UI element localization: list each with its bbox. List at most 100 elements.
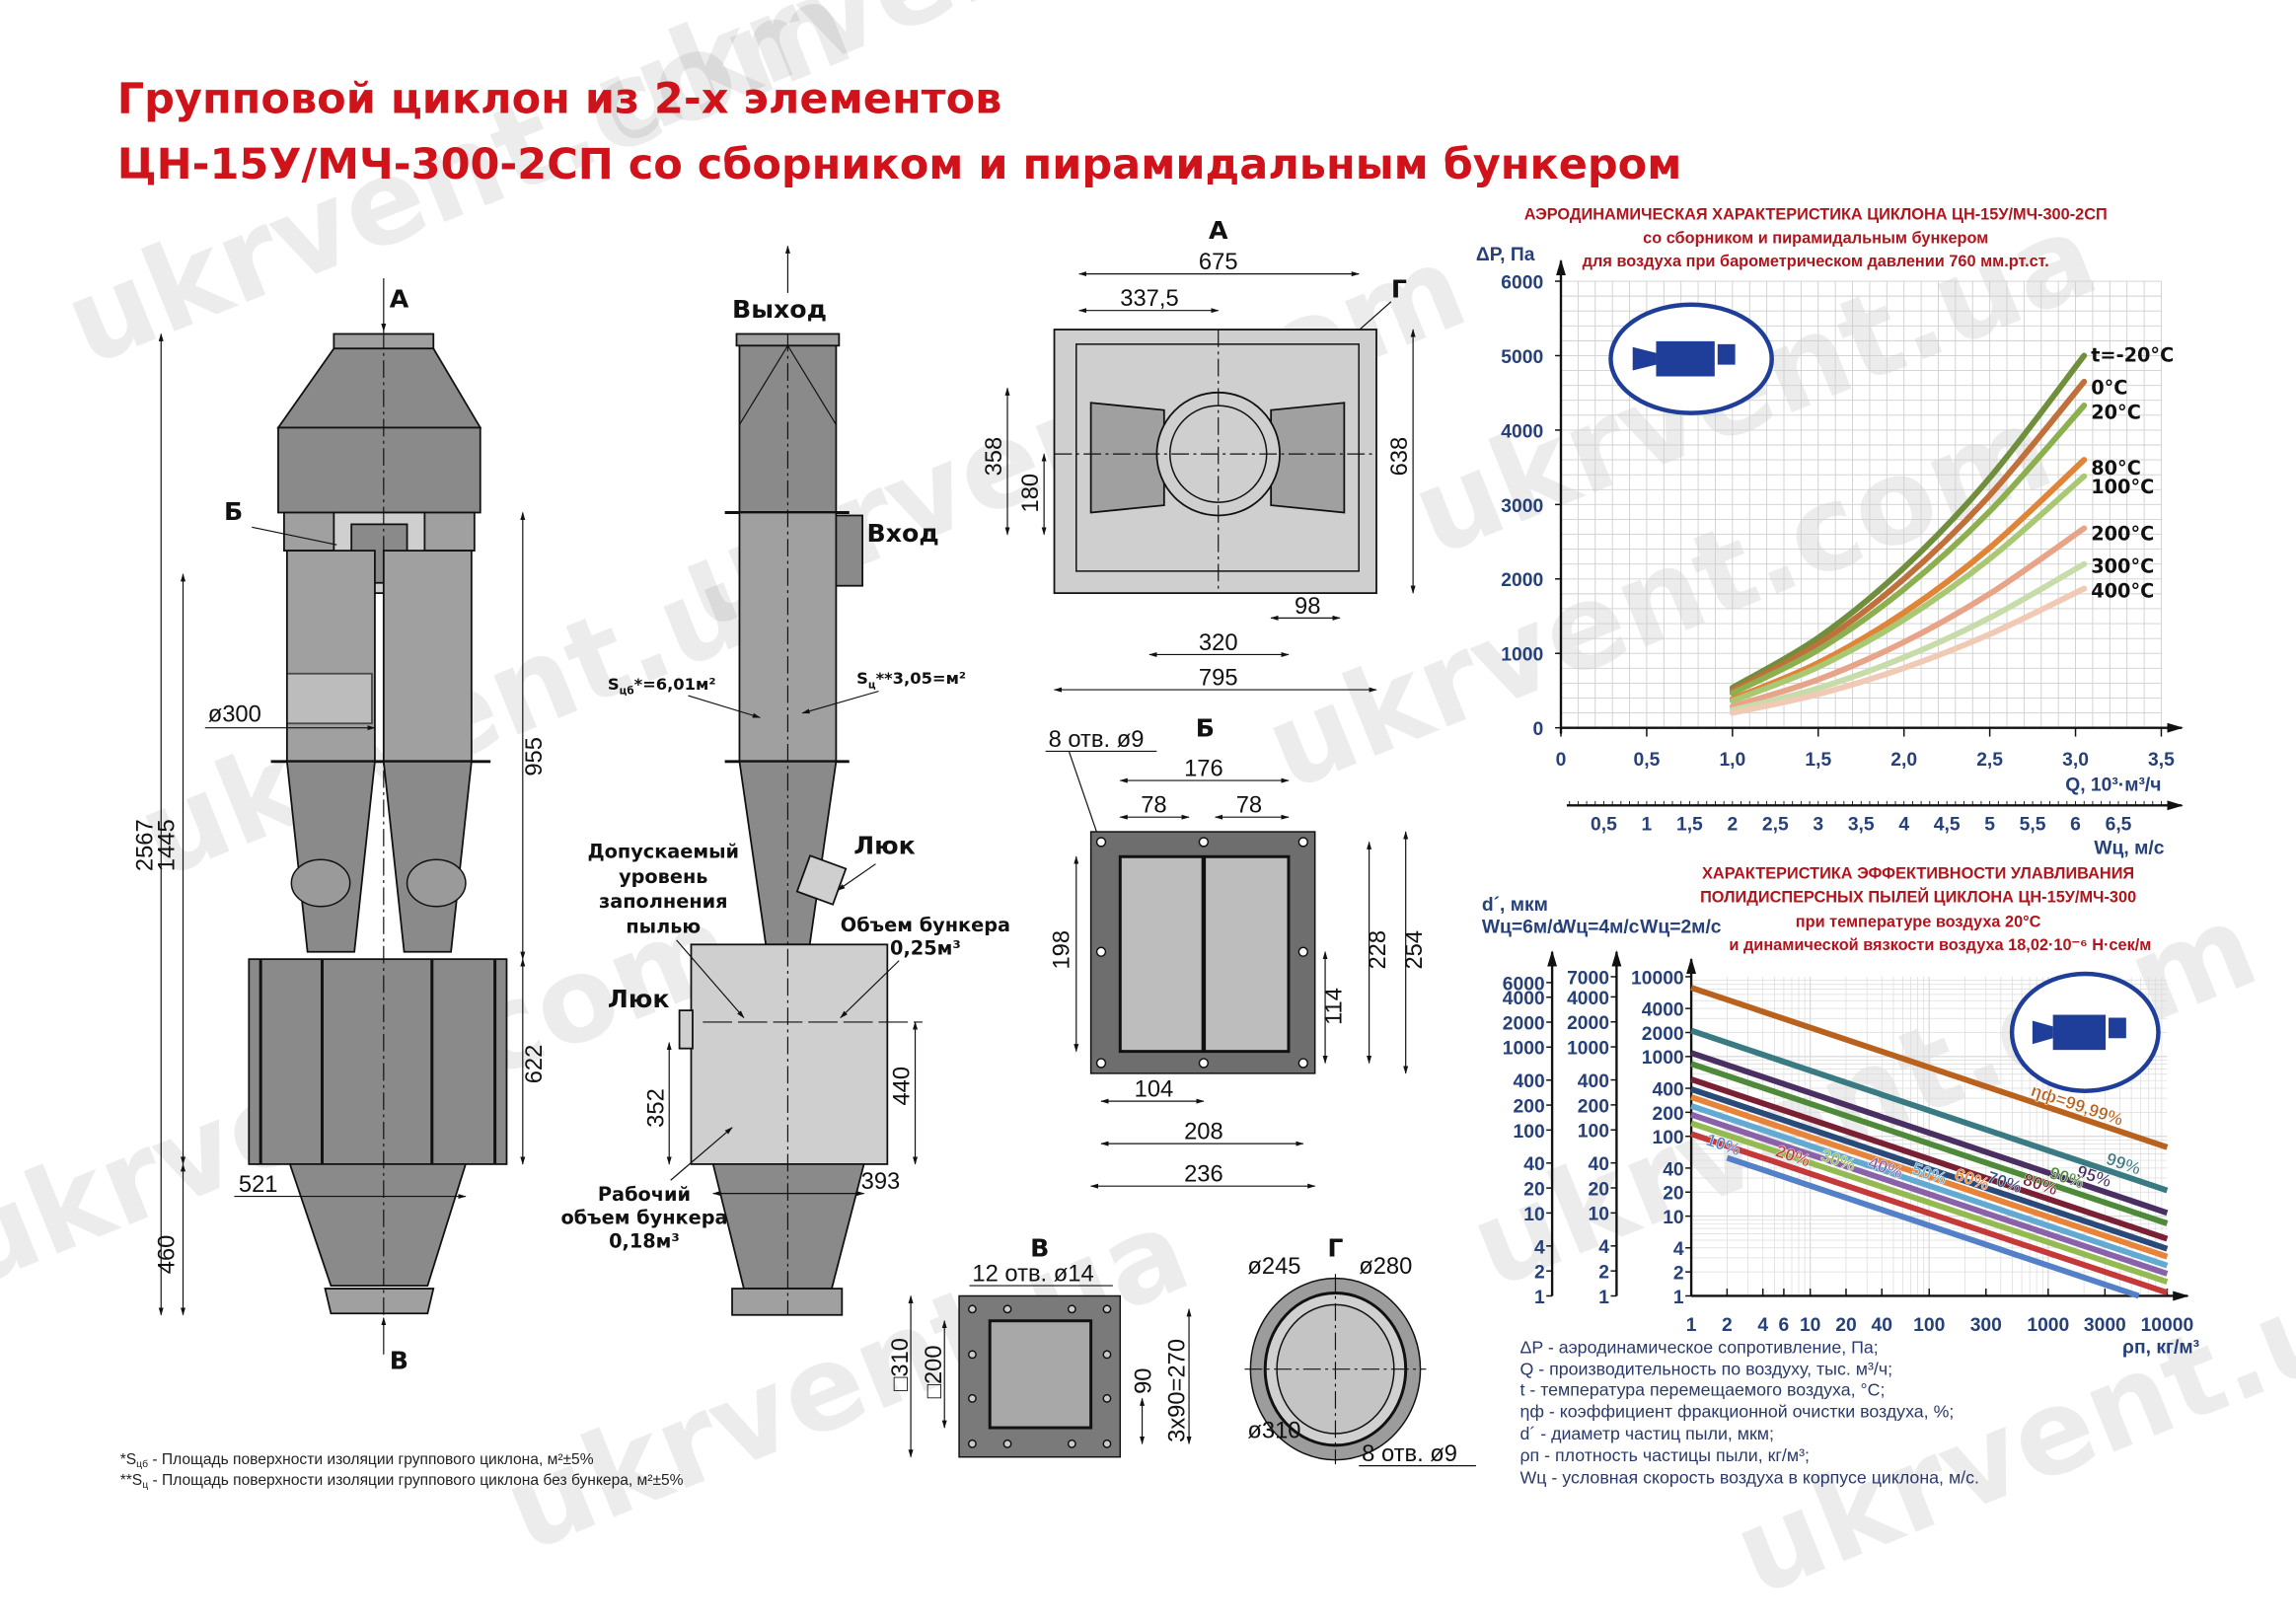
y-tick-label: 2000 <box>1503 1013 1545 1034</box>
x2-tick-label: 2 <box>1727 815 1738 836</box>
view-a-label: А <box>1209 216 1228 245</box>
curve-3 <box>1729 457 2088 702</box>
x-tick-label: 2 <box>1722 1315 1733 1336</box>
dim-1445: 1445 <box>155 819 181 871</box>
watermark: ukrvent.ua <box>1717 1225 2296 1622</box>
dim-320: 320 <box>1199 630 1238 656</box>
dim-3x90: 3x90=270 <box>1165 1339 1191 1442</box>
y-tick-label: 20 <box>1589 1179 1609 1200</box>
y-tick-label: 40 <box>1663 1159 1683 1180</box>
curve-label: 300°С <box>2091 554 2154 577</box>
hatch-side-label: Люк <box>608 985 670 1013</box>
dim-236: 236 <box>1184 1162 1223 1188</box>
dim-2567: 2567 <box>132 819 158 871</box>
y-tick-label: 3000 <box>1501 496 1543 517</box>
dust-level-note: Допускаемый уровень заполнения пылью <box>587 841 739 938</box>
front-label-b: Б <box>224 497 243 526</box>
dim-sq200: □200 <box>922 1345 947 1398</box>
curve-label: 0°С <box>2091 376 2127 399</box>
cyclone-cone-right <box>382 760 473 953</box>
efficiency-line-11 <box>1726 1154 2140 1299</box>
dim-176: 176 <box>1184 757 1223 782</box>
x2-tick-label: 3,5 <box>1848 815 1875 836</box>
footnote-2: **Sц - Площадь поверхности изоляции груп… <box>120 1472 684 1491</box>
chart2-title-1: ХАРАКТЕРИСТИКА ЭФФЕКТИВНОСТИ УЛАВЛИВАНИЯ <box>1702 865 2134 883</box>
dim-78-right: 78 <box>1236 793 1262 819</box>
curve-label: 400°С <box>2091 580 2154 603</box>
dim-d245: ø245 <box>1247 1254 1300 1280</box>
view-b-holes: 8 отв. ø9 <box>1049 727 1145 753</box>
dim-460: 460 <box>155 1235 181 1275</box>
y-tick-label: 40 <box>1589 1154 1609 1175</box>
efficiency-line-8 <box>1690 1111 2169 1277</box>
y-tick-label: 400 <box>1514 1071 1545 1092</box>
y-tick-label: 400 <box>1652 1079 1683 1100</box>
front-label-v: В <box>390 1347 408 1375</box>
side-view: Выход Вход Люк Люк Sцб*=6,01м² Sц**3,05=… <box>560 245 1010 1316</box>
svg-text:Рабочий: Рабочий <box>598 1183 691 1206</box>
dim-521: 521 <box>239 1172 278 1198</box>
view-a: А 675 337,5 Г 358 180 638 98 320 795 <box>982 216 1416 693</box>
y-tick-label: 1000 <box>1567 1038 1609 1059</box>
legend-line: d´ - диаметр частиц пыли, мкм; <box>1519 1424 1774 1443</box>
view-v: В 12 отв. ø14 □310 □200 90 3x90=270 <box>888 1233 1192 1458</box>
chart2-xlabel: ρп, кг/м³ <box>2122 1337 2199 1358</box>
y-tick-label: 100 <box>1578 1122 1609 1143</box>
y-tick-label: 6000 <box>1503 974 1545 995</box>
x-tick-label: 0 <box>1556 750 1567 771</box>
efficiency-line-9 <box>1690 1120 2169 1286</box>
chart1-x2label: Wц, м/с <box>2094 838 2164 858</box>
curve-6 <box>1729 560 2088 713</box>
x-tick-label: 3,0 <box>2062 750 2089 771</box>
legend-line: ηф - коэффициент фракционной очистки воз… <box>1519 1402 1954 1422</box>
x-tick-label: 2,5 <box>1976 750 2003 771</box>
x-tick-label: 1,0 <box>1719 750 1745 771</box>
dim-393: 393 <box>861 1169 901 1195</box>
view-g-holes: 8 отв. ø9 <box>1362 1441 1457 1467</box>
x2-tick-label: 4,5 <box>1934 815 1961 836</box>
efficiency-line-10 <box>1690 1131 2169 1295</box>
dim-228: 228 <box>1366 930 1391 970</box>
hopper-volume-note: Объем бункера 0,25м³ <box>841 914 1010 960</box>
chart1-title-2: со сборником и пирамидальным бункером <box>1643 229 1988 247</box>
efficiency-line-3 <box>1690 1061 2169 1226</box>
footnote-1: *Sцб - Площадь поверхности изоляции груп… <box>120 1451 594 1470</box>
chart2-axis3-label: Wц=2м/с <box>1640 917 1722 937</box>
view-v-label: В <box>1030 1233 1049 1262</box>
aerodynamic-chart: АЭРОДИНАМИЧЕСКАЯ ХАРАКТЕРИСТИКА ЦИКЛОНА … <box>1476 206 2184 858</box>
dim-358: 358 <box>982 437 1007 477</box>
x-tick-label: 20 <box>1835 1315 1856 1336</box>
chart2-axis1-label: Wц=6м/с <box>1482 917 1564 937</box>
y-tick-label: 2000 <box>1567 1013 1609 1034</box>
y-tick-label: 10 <box>1589 1205 1609 1225</box>
curve-4 <box>1729 473 2088 704</box>
chart2-axis2-label: Wц=4м/с <box>1558 917 1640 937</box>
dim-78-left: 78 <box>1141 793 1166 819</box>
svg-text:уровень: уровень <box>619 865 707 888</box>
y-tick-label: 2 <box>1673 1264 1684 1285</box>
dim-675: 675 <box>1199 250 1238 275</box>
svg-text:0,18м³: 0,18м³ <box>609 1230 680 1253</box>
dim-254: 254 <box>1402 930 1428 970</box>
efficiency-line-0 <box>1690 985 2169 1150</box>
dim-180: 180 <box>1018 474 1044 513</box>
x2-tick-label: 3 <box>1813 815 1823 836</box>
dim-90: 90 <box>1131 1368 1156 1394</box>
x-tick-label: 10000 <box>2141 1315 2194 1336</box>
flange-left <box>290 858 351 908</box>
y-tick-label: 2 <box>1534 1263 1545 1284</box>
view-b: Б 8 отв. ø9 176 78 78 198 228 254 114 10… <box>1045 714 1428 1189</box>
legend-line: ρп - плотность частицы пыли, кг/м³; <box>1519 1445 1810 1465</box>
legend-line: ΔP - аэродинамическое сопротивление, Па; <box>1519 1337 1878 1357</box>
dim-638: 638 <box>1387 437 1413 477</box>
inlet-pipe-side <box>835 514 863 587</box>
x2-tick-label: 4 <box>1898 815 1909 836</box>
x-tick-label: 0,5 <box>1634 750 1661 771</box>
dim-208: 208 <box>1184 1120 1223 1145</box>
dim-d300: ø300 <box>208 702 261 728</box>
svg-text:пылью: пылью <box>626 915 701 937</box>
flange-right <box>406 858 467 908</box>
y-tick-label: 20 <box>1523 1180 1544 1201</box>
y-tick-label: 1000 <box>1501 645 1543 666</box>
